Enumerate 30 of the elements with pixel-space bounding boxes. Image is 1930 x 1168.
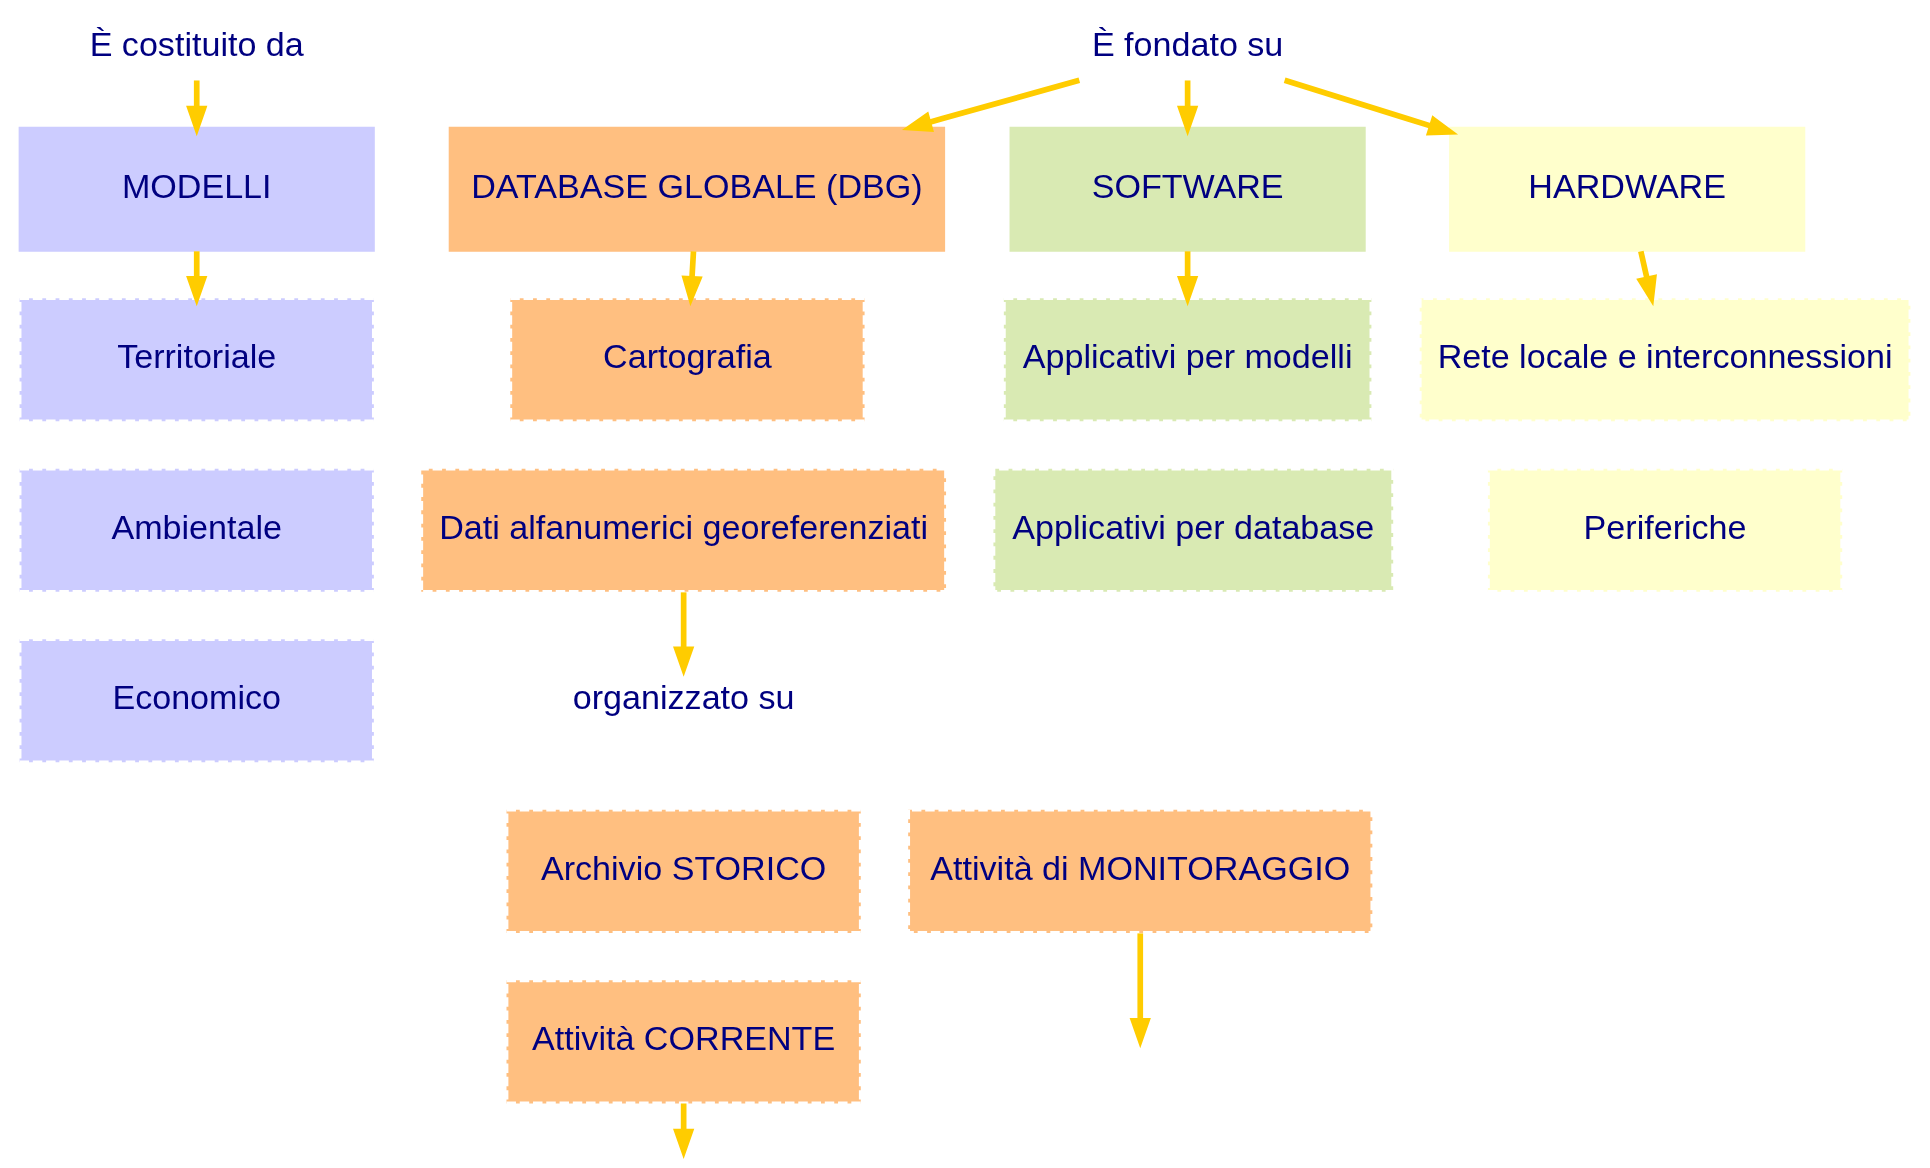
arrow [901,77,1081,133]
arrow [1129,933,1151,1049]
node-box: SOFTWARE [1009,126,1366,252]
node-box: Archivio STORICO [504,807,863,935]
node-box: Periferiche [1486,466,1845,594]
arrow [673,1103,695,1160]
arrow [673,592,695,677]
node-text: È costituito da [89,25,304,64]
arrow [1177,251,1199,307]
node-box: Ambientale [17,466,376,594]
node-box: Dati alfanumerici georeferenziati [419,466,948,594]
node-box: Applicativi per database [991,466,1396,594]
arrow [1283,77,1459,136]
node-box: Cartografia [508,296,867,424]
node-box: DATABASE GLOBALE (DBG) [448,126,946,252]
arrow [1177,80,1199,137]
arrow [186,251,208,307]
node-box: Attività di MONITORAGGIO [906,807,1375,935]
node-box: HARDWARE [1449,126,1806,252]
node-box: Economico [17,637,376,765]
arrow [186,80,208,137]
node-box: MODELLI [18,126,375,252]
node-box: Rete locale e interconnessioni [1417,296,1913,424]
arrow [681,251,703,307]
node-box: Territoriale [17,296,376,424]
node-box: Applicativi per modelli [1001,296,1374,424]
node-box: Attività CORRENTE [504,978,863,1106]
node-text: organizzato su [572,678,795,717]
arrow [1636,250,1657,307]
node-text: È fondato su [1091,25,1284,64]
